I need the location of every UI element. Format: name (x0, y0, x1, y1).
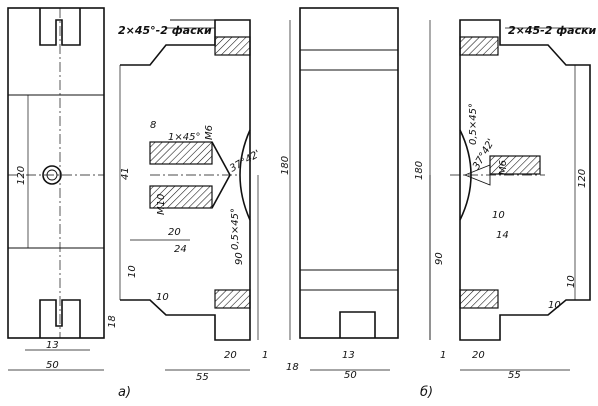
dim-left-41: 41 (120, 167, 131, 180)
dim-right-55: 55 (508, 370, 521, 381)
center-hole (42, 165, 62, 185)
dim-left-120: 120 (16, 166, 27, 185)
labels: 2×45°-2 фаски 2×45-2 фаски 120 180 41 8 … (16, 24, 597, 400)
dim-left-18a: 18 (107, 315, 118, 328)
dim-left-chamfer: 0,5×45° (230, 208, 241, 250)
dim-right-20: 20 (472, 350, 485, 361)
dim-left-20b: 20 (224, 350, 237, 361)
dim-right-chamfer: 0,5×45° (468, 103, 479, 145)
dim-left-1x45: 1×45° (168, 132, 200, 143)
dimension-lines (8, 20, 590, 371)
dim-right-90: 90 (434, 252, 445, 265)
dim-left-13: 13 (46, 340, 59, 351)
dim-left-24: 24 (174, 244, 187, 255)
dim-right-m6: M6 (498, 160, 509, 175)
dim-right-10b: 10 (566, 275, 577, 288)
dim-right-180: 180 (414, 161, 425, 180)
dim-left-50: 50 (46, 360, 59, 371)
view-b-label: б) (420, 385, 433, 400)
dim-left-8: 8 (150, 120, 156, 131)
dim-left-55: 55 (196, 372, 209, 383)
dim-right-14: 14 (496, 230, 509, 241)
dim-left-1: 1 (262, 350, 268, 361)
dim-left-20: 20 (168, 227, 181, 238)
dim-mid-50: 50 (344, 370, 357, 381)
dim-right-120: 120 (577, 169, 588, 188)
view-b-section (450, 19, 591, 341)
dim-left-90: 90 (234, 252, 245, 265)
dim-left-18b: 18 (286, 362, 299, 373)
dim-right-10c: 10 (548, 300, 561, 311)
dim-right-1: 1 (440, 350, 446, 361)
dim-left-10a: 10 (127, 265, 138, 278)
view-a-section (119, 19, 251, 341)
dim-left-m10: M10 (156, 194, 167, 215)
dim-left-angle: 37°42' (228, 148, 262, 174)
dim-left-10b: 10 (156, 292, 169, 303)
dim-left-180: 180 (280, 156, 291, 175)
dim-left-m6: M6 (204, 125, 215, 140)
chamfer-note-right: 2×45-2 фаски (508, 24, 597, 37)
view-a-label: a) (118, 385, 131, 400)
dim-mid-13: 13 (342, 350, 355, 361)
view-a-front-block (7, 7, 105, 339)
dim-right-10: 10 (492, 210, 505, 221)
view-a-side-block (299, 7, 399, 339)
chamfer-note-left: 2×45°-2 фаски (118, 24, 212, 37)
